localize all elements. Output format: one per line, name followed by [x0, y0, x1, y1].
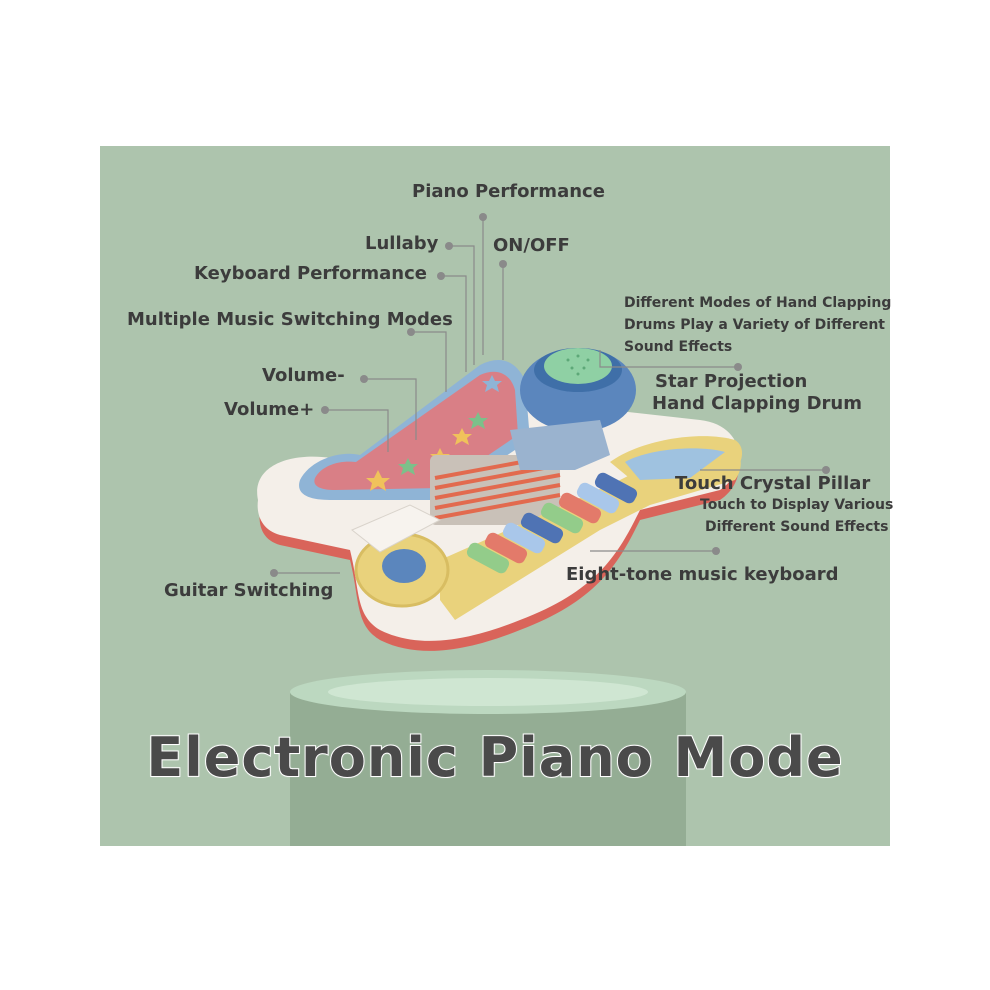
label-clapping-desc-2: Drums Play a Variety of Different	[624, 317, 885, 333]
label-eight-tone-keyboard: Eight-tone music keyboard	[566, 564, 839, 585]
label-piano-performance: Piano Performance	[412, 181, 605, 202]
label-volume-plus: Volume+	[224, 399, 315, 420]
label-clapping-desc-1: Different Modes of Hand Clapping	[624, 295, 892, 311]
label-touch-crystal-pillar: Touch Crystal Pillar	[675, 473, 871, 494]
label-star-projection: Star Projection	[655, 371, 808, 392]
label-on-off: ON/OFF	[493, 235, 570, 256]
label-multiple-modes: Multiple Music Switching Modes	[127, 309, 453, 330]
label-touch-desc-2: Different Sound Effects	[705, 519, 889, 535]
mode-title: Electronic Piano Mode	[145, 725, 844, 790]
label-clapping-desc-3: Sound Effects	[624, 339, 733, 355]
label-lullaby: Lullaby	[365, 233, 439, 254]
leader-lines	[274, 217, 826, 574]
leader-dots	[270, 213, 830, 577]
label-volume-minus: Volume-	[262, 365, 345, 386]
label-keyboard-performance: Keyboard Performance	[194, 263, 427, 284]
label-touch-desc-1: Touch to Display Various	[700, 497, 894, 513]
podium	[290, 670, 686, 846]
label-guitar-switching: Guitar Switching	[164, 580, 334, 601]
label-hand-clapping-drum: Hand Clapping Drum	[652, 393, 862, 414]
